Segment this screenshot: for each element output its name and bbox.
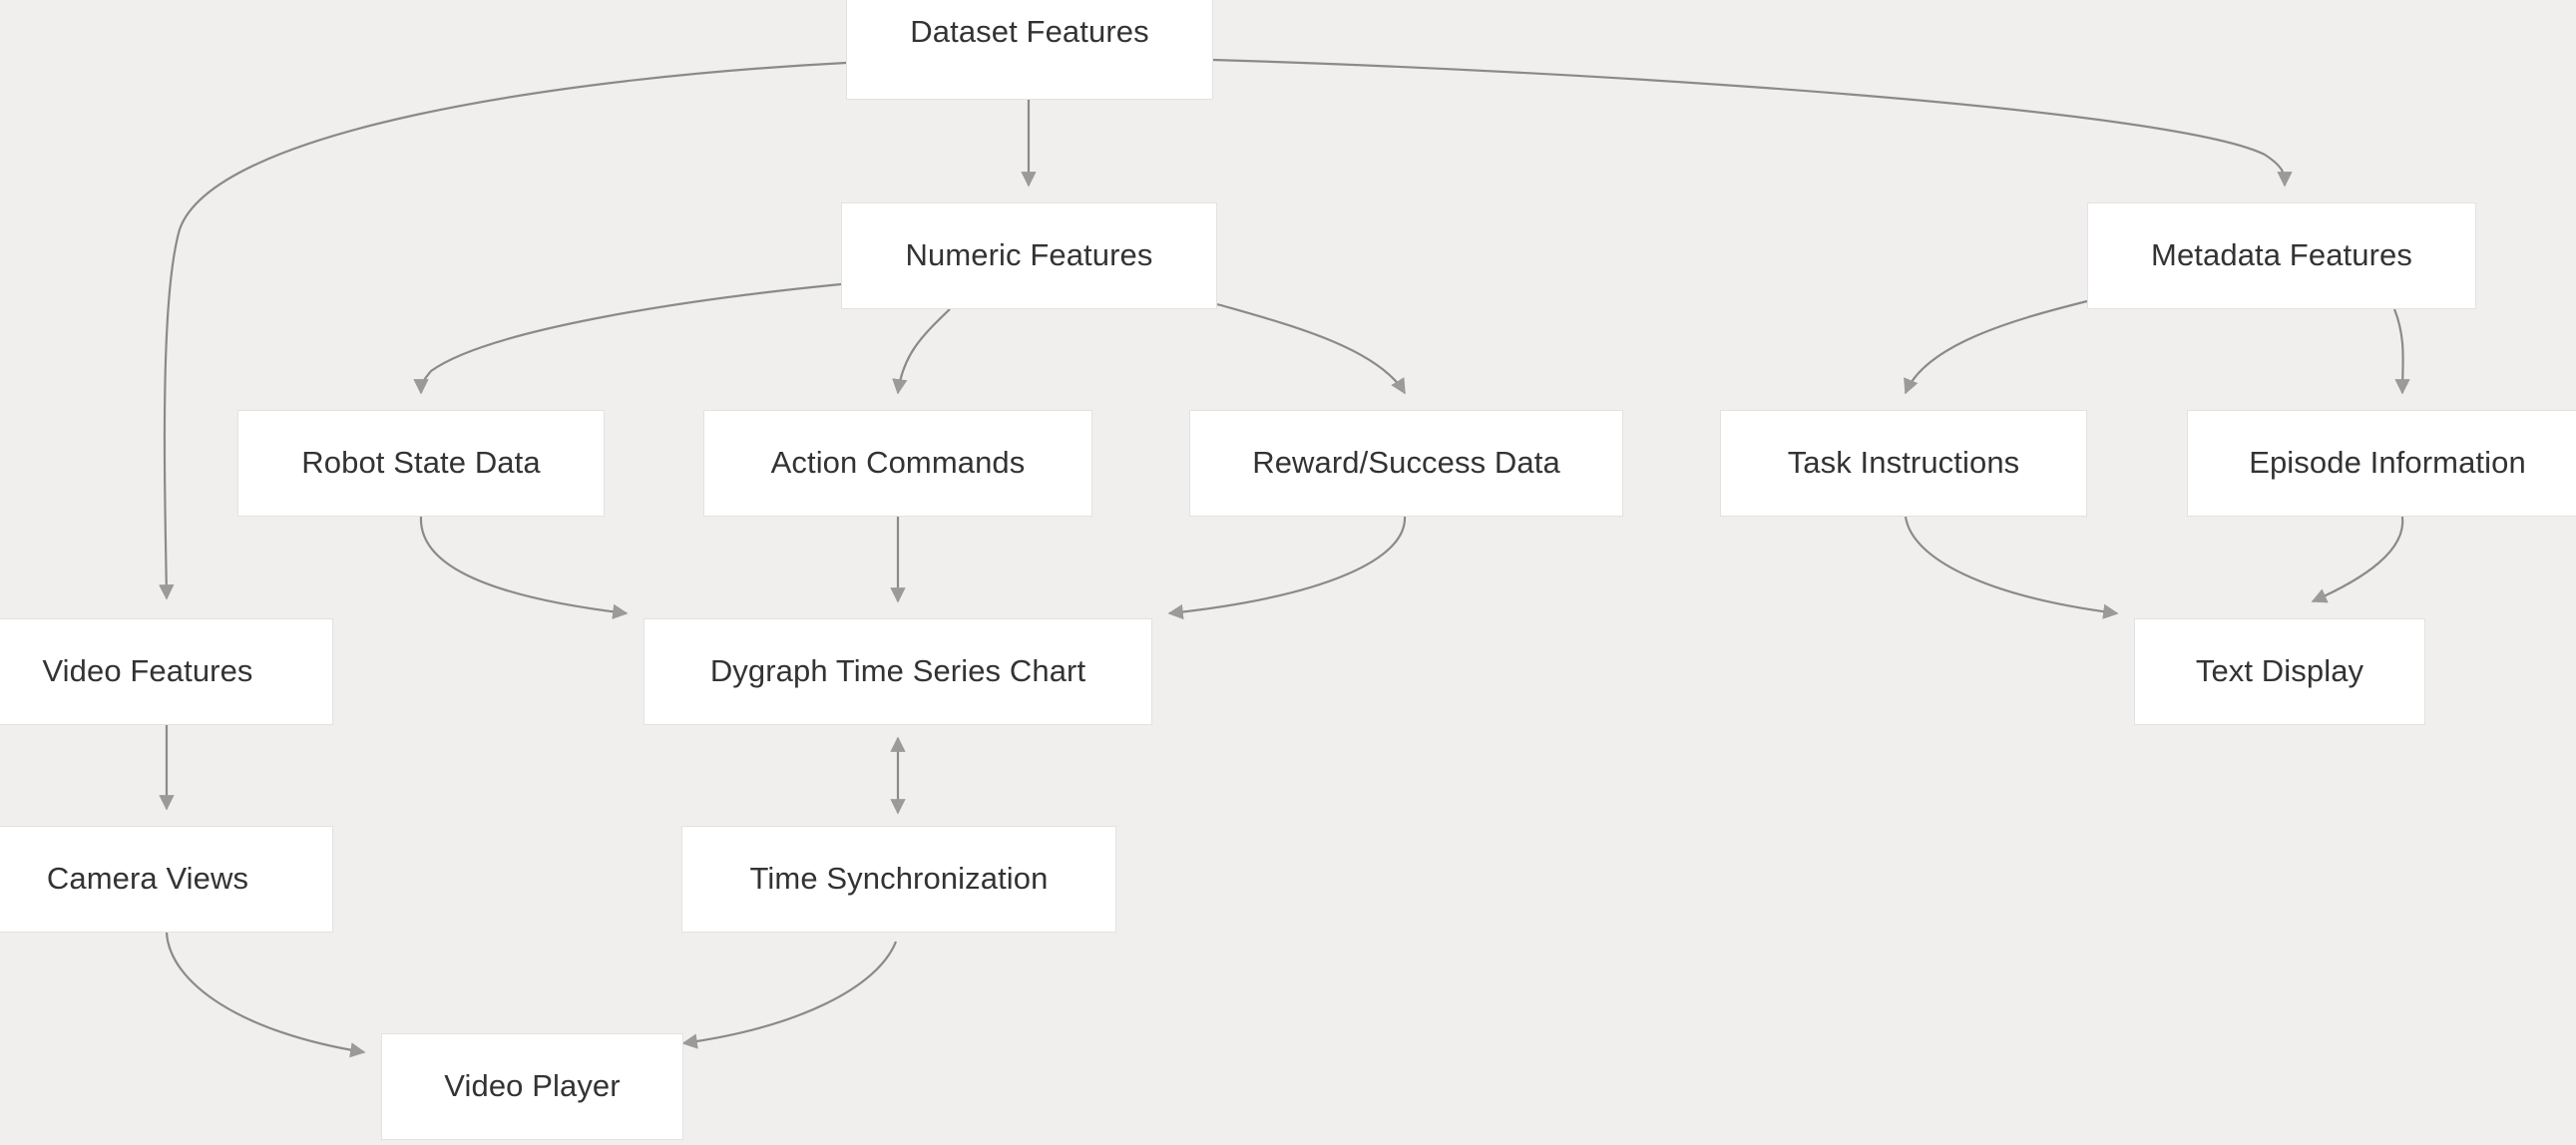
- node-dygraph-time-series-chart[interactable]: Dygraph Time Series Chart: [644, 618, 1152, 725]
- edge-numeric-to-robot-state: [413, 282, 842, 395]
- node-label-video-features: Video Features: [42, 653, 253, 689]
- node-label-action-commands: Action Commands: [770, 445, 1026, 481]
- node-text-display[interactable]: Text Display: [2134, 618, 2425, 725]
- edge-camera-views-to-video-player: [165, 932, 366, 1058]
- edge-episode-info-to-text-display: [2311, 516, 2404, 603]
- node-action-commands[interactable]: Action Commands: [703, 410, 1092, 517]
- edge-video-player-to-time-sync: [681, 941, 898, 1049]
- node-label-numeric-features: Numeric Features: [905, 237, 1153, 273]
- node-label-robot-state-data: Robot State Data: [301, 445, 541, 481]
- node-label-dygraph-time-series-chart: Dygraph Time Series Chart: [709, 653, 1086, 689]
- node-video-features[interactable]: Video Features: [0, 618, 333, 725]
- edge-numeric-to-reward-success: [1216, 302, 1406, 395]
- node-label-reward-success-data: Reward/Success Data: [1252, 445, 1560, 481]
- node-time-synchronization[interactable]: Time Synchronization: [681, 826, 1116, 933]
- node-label-metadata-features: Metadata Features: [2151, 237, 2412, 273]
- edge-dataset-to-metadata: [1212, 58, 2293, 188]
- node-label-video-player: Video Player: [444, 1068, 621, 1104]
- node-dataset-features[interactable]: Dataset Features: [846, 0, 1213, 100]
- node-reward-success-data[interactable]: Reward/Success Data: [1189, 410, 1623, 517]
- node-label-time-synchronization: Time Synchronization: [749, 861, 1049, 897]
- edge-task-instructions-to-text-display: [1904, 516, 2119, 619]
- edge-numeric-to-action-commands: [892, 308, 951, 395]
- node-numeric-features[interactable]: Numeric Features: [841, 202, 1217, 309]
- node-robot-state-data[interactable]: Robot State Data: [237, 410, 605, 517]
- node-camera-views[interactable]: Camera Views: [0, 826, 333, 933]
- node-task-instructions[interactable]: Task Instructions: [1720, 410, 2087, 517]
- node-video-player[interactable]: Video Player: [381, 1033, 683, 1140]
- node-metadata-features[interactable]: Metadata Features: [2087, 202, 2476, 309]
- edge-metadata-to-task-instructions: [1904, 299, 2088, 395]
- edge-metadata-to-episode-info: [2392, 308, 2410, 395]
- edge-reward-success-to-dygraph: [1167, 516, 1407, 620]
- edge-dataset-to-video-features: [159, 61, 847, 600]
- node-episode-information[interactable]: Episode Information: [2187, 410, 2576, 517]
- node-label-episode-information: Episode Information: [2249, 445, 2526, 481]
- node-label-dataset-features: Dataset Features: [910, 13, 1149, 49]
- node-label-text-display: Text Display: [2195, 653, 2364, 689]
- node-label-task-instructions: Task Instructions: [1787, 445, 2020, 481]
- edge-robot-state-to-dygraph: [419, 516, 629, 619]
- node-label-camera-views: Camera Views: [46, 861, 249, 897]
